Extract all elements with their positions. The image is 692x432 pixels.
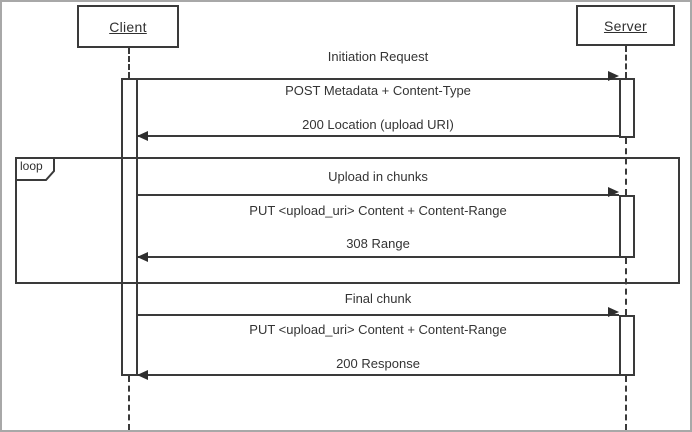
loop-frame — [15, 157, 680, 284]
arrowhead-left-icon — [137, 131, 148, 141]
server-activation-bar-initiation — [619, 78, 635, 138]
arrowhead-left-icon — [137, 252, 148, 262]
message-label-response-3: 200 Response — [336, 356, 420, 371]
message-line-response-3 — [137, 374, 619, 376]
client-lifeline-segment-top — [128, 48, 130, 78]
loop-operator-label: loop — [20, 159, 43, 173]
server-actor-box: Server — [576, 5, 675, 46]
arrowhead-right-icon — [608, 71, 619, 81]
arrowhead-right-icon — [608, 187, 619, 197]
server-lifeline-segment-3 — [625, 258, 627, 315]
client-lifeline-segment-bottom — [128, 376, 130, 430]
message-line-request-3 — [137, 314, 619, 316]
section-title-final-chunk: Final chunk — [344, 291, 412, 306]
arrowhead-left-icon — [137, 370, 148, 380]
server-actor-label: Server — [603, 17, 648, 34]
message-label-response-2: 308 Range — [346, 236, 410, 251]
section-title-initiation: Initiation Request — [327, 49, 429, 64]
section-title-upload-chunks: Upload in chunks — [328, 169, 428, 184]
server-lifeline-segment-4 — [625, 376, 627, 430]
message-label-request-2: PUT <upload_uri> Content + Content-Range — [249, 203, 507, 218]
loop-operator-pentagon — [15, 157, 55, 181]
message-line-response-2 — [137, 256, 619, 258]
server-activation-bar-final — [619, 315, 635, 376]
message-line-request-2 — [137, 194, 619, 196]
client-activation-bar — [121, 78, 138, 376]
message-label-request-1: POST Metadata + Content-Type — [285, 83, 471, 98]
server-lifeline-segment-2 — [625, 138, 627, 195]
client-actor-label: Client — [109, 18, 147, 35]
message-line-request-1 — [137, 78, 619, 80]
server-activation-bar-loop — [619, 195, 635, 258]
server-lifeline-segment-1 — [625, 46, 627, 78]
client-actor-box: Client — [77, 5, 179, 48]
message-line-response-1 — [137, 135, 619, 137]
message-label-request-3: PUT <upload_uri> Content + Content-Range — [249, 322, 507, 337]
arrowhead-right-icon — [608, 307, 619, 317]
message-label-response-1: 200 Location (upload URI) — [302, 117, 454, 132]
